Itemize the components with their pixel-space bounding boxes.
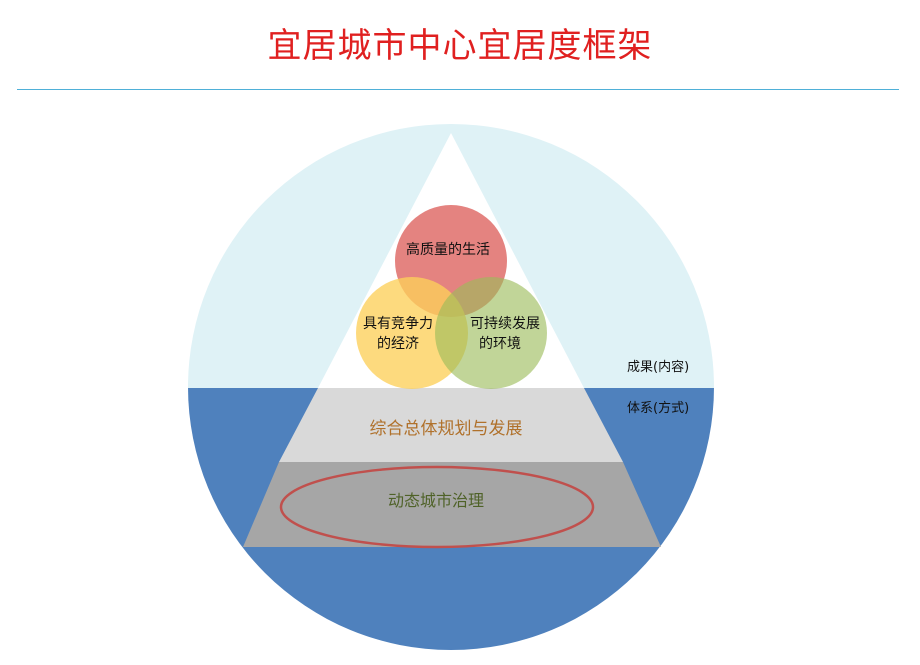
label-outcome: 成果(内容) [627,359,689,375]
label-system: 体系(方式) [627,400,689,416]
label-economy-line1: 具有竞争力 [363,315,433,332]
page-title: 宜居城市中心宜居度框架 [267,26,653,66]
pyramid-governance-band [243,462,661,547]
label-quality-life: 高质量的生活 [406,241,490,258]
label-governance: 动态城市治理 [388,491,484,510]
pyramid-planning-band [279,388,623,462]
venn-circle-economy [356,277,468,389]
venn-circle-environment [435,277,547,389]
governance-highlight-ellipse [279,465,595,549]
title-divider [17,89,899,90]
label-planning: 综合总体规划与发展 [370,419,523,439]
label-environment-line1: 可持续发展 [470,315,540,332]
label-environment-line2: 的环境 [479,336,521,352]
label-economy-line2: 的经济 [377,336,419,352]
